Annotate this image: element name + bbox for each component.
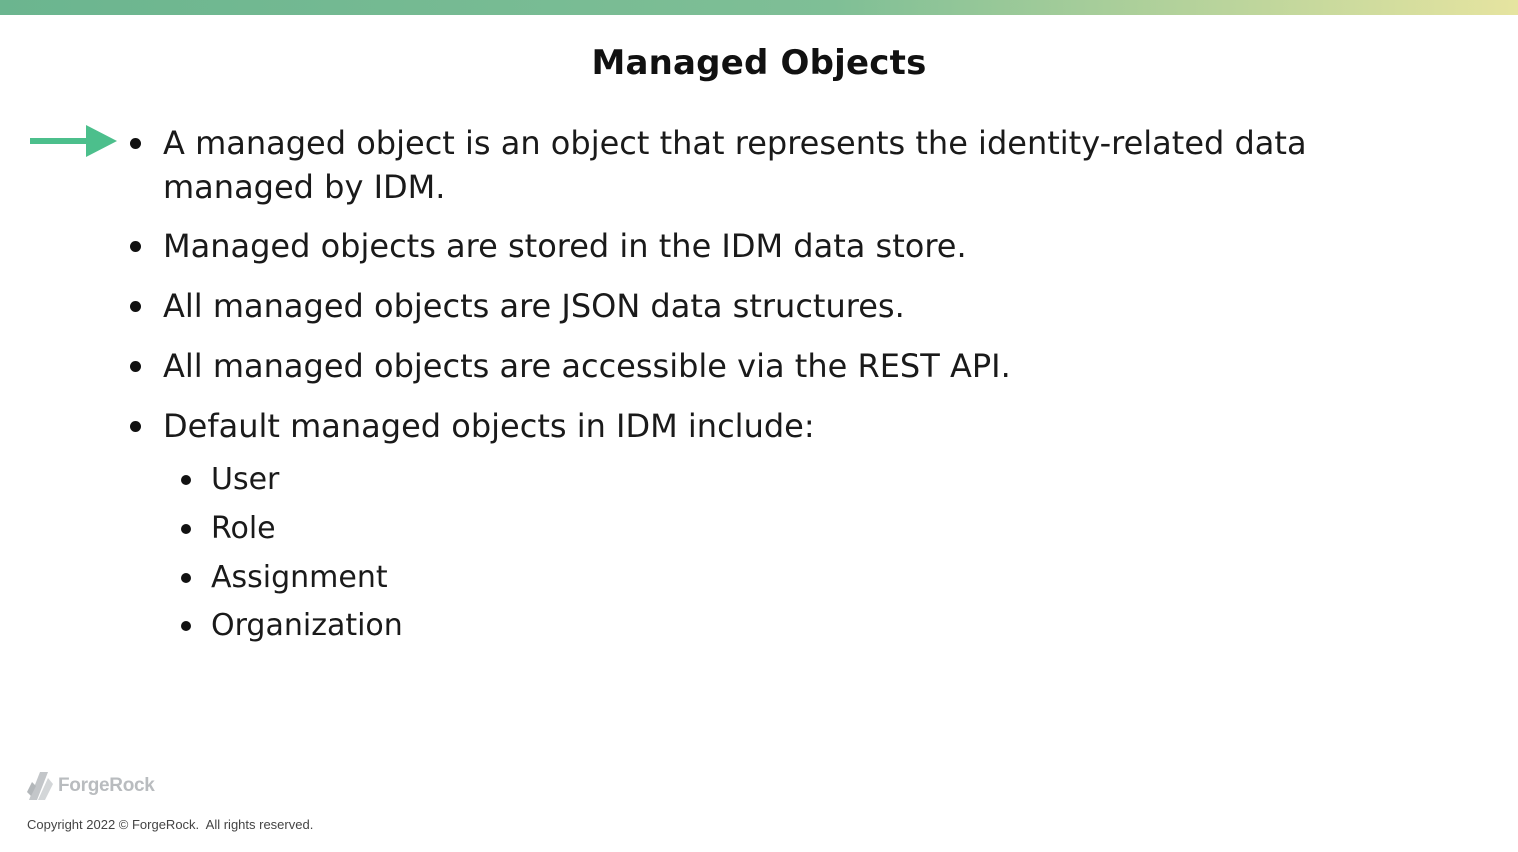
sub-bullet-user: User [180,460,279,500]
bullet-item: All managed objects are JSON data struct… [130,284,905,328]
forgerock-logo-icon [27,772,53,800]
copyright-text: Copyright 2022 © ForgeRock. All rights r… [27,817,314,832]
bullet-text: All managed objects are accessible via t… [163,347,1011,385]
bullet-text: Managed objects are stored in the IDM da… [163,227,967,265]
bullet-item: All managed objects are accessible via t… [130,344,1011,388]
header-accent-bar [0,0,1518,15]
bullet-text: A managed object is an object that repre… [163,124,1307,162]
bullet-text: Default managed objects in IDM include: [163,407,815,445]
slide-title: Managed Objects [591,43,927,83]
bullet-text: All managed objects are JSON data struct… [163,287,905,325]
sub-bullet-organization: Organization [181,606,403,646]
logo-text: ForgeRock [58,775,155,796]
bullet-item: Default managed objects in IDM include: [130,404,815,448]
bullet-item: A managed object is an object that repre… [130,121,1307,209]
bullet-item: Managed objects are stored in the IDM da… [130,224,967,268]
sub-bullet-assignment: Assignment [181,558,388,598]
forgerock-logo: ForgeRock [26,770,155,802]
bullet-text: managed by IDM. [163,168,446,206]
arrow-right-icon [30,125,117,157]
sub-bullet-role: Role [181,509,276,549]
